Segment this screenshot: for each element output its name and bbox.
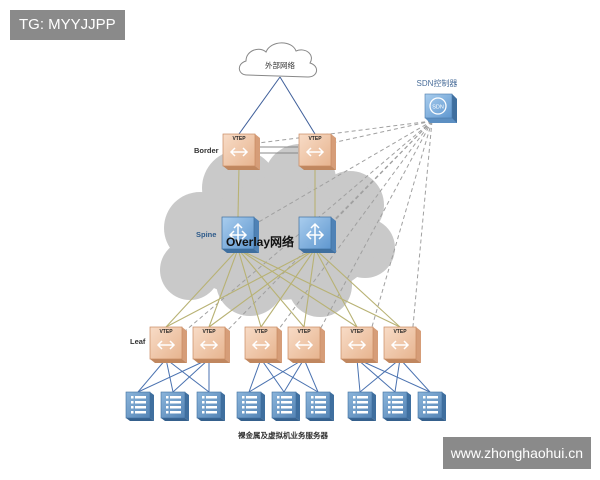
external-network-label: 外部网络 bbox=[265, 60, 295, 70]
server-icon bbox=[160, 391, 189, 421]
spine-switch bbox=[221, 216, 259, 253]
sdn-controller-label: SDN控制器 bbox=[417, 78, 458, 88]
site-watermark: www.zhonghaohui.cn bbox=[442, 437, 591, 469]
sdn-link bbox=[326, 120, 433, 145]
overlay-network-label: Overlay网络 bbox=[226, 234, 294, 249]
vtep-label: VTEP bbox=[202, 329, 216, 335]
spine-leaf-link bbox=[237, 248, 358, 328]
server-icon bbox=[196, 391, 225, 421]
external-link bbox=[279, 76, 316, 135]
server-icon bbox=[271, 391, 300, 421]
switch-arrows-icon bbox=[156, 340, 176, 350]
leaf-server-link bbox=[303, 358, 319, 393]
servers bbox=[125, 391, 446, 421]
spine-leaf-link bbox=[260, 248, 316, 328]
spine-leaf-link bbox=[303, 248, 316, 328]
sdn-link bbox=[272, 120, 433, 338]
sdn-link bbox=[315, 120, 433, 338]
leaf-server-link bbox=[248, 358, 262, 393]
spine-switches bbox=[221, 216, 336, 253]
spine-leaf-link bbox=[314, 248, 358, 328]
switch-arrows-icon bbox=[347, 340, 367, 350]
switch-arrows-icon bbox=[305, 147, 325, 157]
sdn-link bbox=[411, 120, 433, 338]
border-switches: VTEP VTEP bbox=[222, 133, 336, 170]
leaf-switch: VTEP bbox=[340, 326, 378, 363]
leaf-switch: VTEP bbox=[192, 326, 230, 363]
external-network-cloud bbox=[238, 42, 317, 78]
leaf-server-link bbox=[356, 358, 361, 393]
vtep-label: VTEP bbox=[159, 329, 173, 335]
leaf-switch: VTEP bbox=[383, 326, 421, 363]
server-icon bbox=[125, 391, 154, 421]
leaf-server-link bbox=[356, 358, 396, 393]
border-spine-link bbox=[237, 165, 240, 218]
leaf-server-link bbox=[359, 358, 401, 393]
border-switch: VTEP bbox=[222, 133, 260, 170]
vtep-label: VTEP bbox=[350, 329, 364, 335]
leaf-server-link bbox=[260, 358, 319, 393]
leaf-server-link bbox=[165, 358, 210, 393]
leaf-server-link bbox=[165, 358, 174, 393]
sdn-icon-text: SDN bbox=[432, 105, 444, 111]
sdn-controller-icon: SDN bbox=[424, 93, 457, 123]
server-icon bbox=[347, 391, 376, 421]
server-icon bbox=[236, 391, 265, 421]
switch-arrows-icon bbox=[294, 340, 314, 350]
spine-leaf-link bbox=[237, 248, 262, 328]
spine-switch bbox=[298, 216, 336, 253]
sdn-link bbox=[250, 120, 433, 145]
spine-leaf-link bbox=[165, 248, 239, 328]
leaf-switches: VTEP VTEP VTEP VTEP VTEP VTEP bbox=[149, 326, 421, 363]
sdn-link bbox=[249, 120, 433, 228]
server-icon bbox=[382, 391, 411, 421]
switch-arrows-icon bbox=[390, 340, 410, 350]
external-link bbox=[238, 76, 281, 135]
sdn-link bbox=[368, 120, 433, 338]
vtep-label: VTEP bbox=[254, 329, 268, 335]
leaf-server-link bbox=[137, 358, 167, 393]
spine-leaf-link bbox=[208, 248, 239, 328]
leaf-server-link bbox=[283, 358, 305, 393]
spine-leaf-link bbox=[314, 248, 401, 328]
server-links bbox=[137, 358, 431, 393]
leaf-label: Leaf bbox=[130, 337, 146, 346]
leaf-switch: VTEP bbox=[149, 326, 187, 363]
border-label: Border bbox=[194, 146, 219, 155]
spine-label: Spine bbox=[196, 230, 216, 239]
spine-leaf-link bbox=[208, 248, 316, 328]
leaf-server-link bbox=[137, 358, 210, 393]
leaf-server-link bbox=[399, 358, 431, 393]
leaf-server-link bbox=[356, 358, 431, 393]
external-links bbox=[238, 76, 316, 135]
vtep-label: VTEP bbox=[393, 329, 407, 335]
leaf-server-link bbox=[172, 358, 210, 393]
leaf-server-link bbox=[248, 358, 305, 393]
spine-leaf-link bbox=[165, 248, 316, 328]
vtep-label: VTEP bbox=[232, 136, 246, 142]
vtep-label: VTEP bbox=[297, 329, 311, 335]
leaf-server-link bbox=[394, 358, 401, 393]
switch-arrows-icon bbox=[199, 340, 219, 350]
switch-arrows-icon bbox=[229, 147, 249, 157]
spine-leaf-link bbox=[237, 248, 401, 328]
vtep-label: VTEP bbox=[308, 136, 322, 142]
server-icon bbox=[417, 391, 446, 421]
fabric-links bbox=[165, 146, 401, 328]
spine-leaf-link bbox=[237, 248, 305, 328]
server-icon bbox=[305, 391, 334, 421]
leaf-server-link bbox=[260, 358, 285, 393]
servers-caption: 裸金属及虚拟机业务服务器 bbox=[238, 430, 328, 440]
leaf-switch: VTEP bbox=[287, 326, 325, 363]
border-switch: VTEP bbox=[298, 133, 336, 170]
tg-watermark: TG: MYYJJPP bbox=[10, 10, 125, 40]
switch-arrows-icon bbox=[251, 340, 271, 350]
leaf-switch: VTEP bbox=[244, 326, 282, 363]
